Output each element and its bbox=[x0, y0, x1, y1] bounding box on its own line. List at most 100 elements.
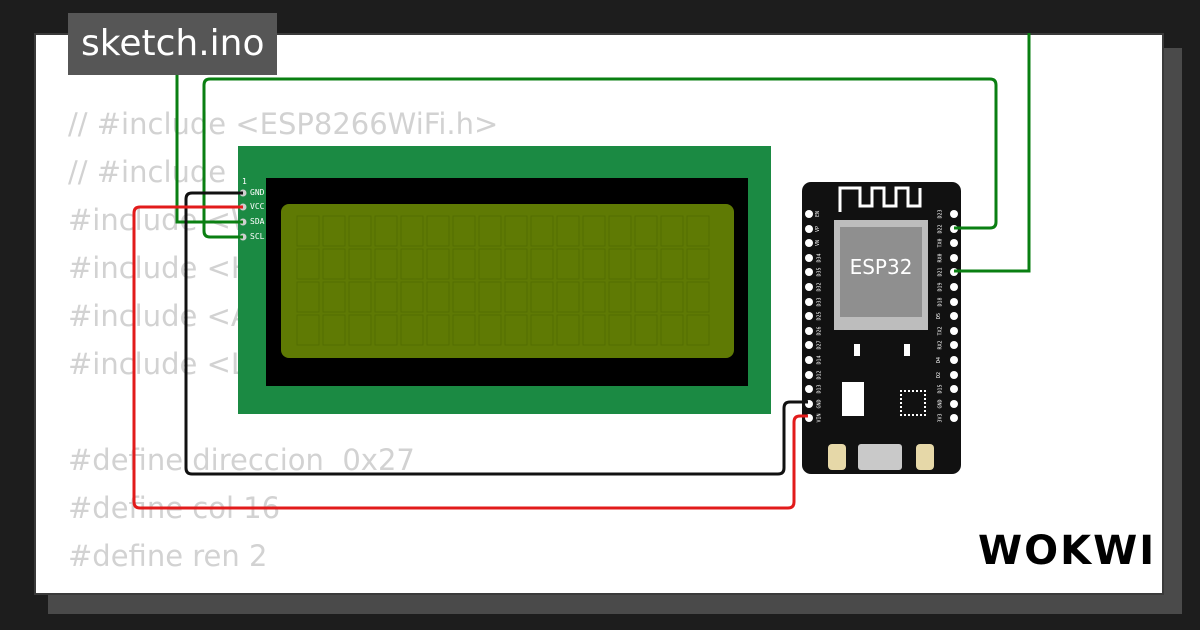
lcd-char-cell bbox=[660, 314, 684, 346]
esp32-pin-d23[interactable] bbox=[950, 210, 958, 218]
esp32-chip: ESP32 bbox=[834, 220, 928, 330]
lcd-char-cell bbox=[322, 281, 346, 313]
esp32-pin-d4[interactable] bbox=[950, 356, 958, 364]
lcd-char-cell bbox=[296, 215, 320, 247]
lcd-pin1-label: 1 bbox=[242, 177, 247, 186]
file-tab[interactable]: sketch.ino bbox=[68, 13, 278, 75]
lcd-char-cell bbox=[582, 248, 606, 280]
lcd-char-cell bbox=[686, 215, 710, 247]
esp32-pin-tx2[interactable] bbox=[950, 326, 958, 335]
esp32-pin-d13[interactable] bbox=[805, 385, 813, 394]
lcd-char-cell bbox=[426, 215, 450, 247]
esp32-pin-d27[interactable] bbox=[805, 341, 813, 350]
esp32-pin-d26[interactable] bbox=[805, 326, 813, 335]
esp32-pin-d33[interactable] bbox=[805, 297, 813, 306]
esp32-pin-vin[interactable] bbox=[805, 414, 813, 423]
boot-button[interactable] bbox=[916, 444, 934, 470]
lcd-char-cell bbox=[348, 314, 372, 346]
voltage-regulator bbox=[842, 382, 864, 416]
lcd-char-cell bbox=[530, 215, 554, 247]
esp32-pin-d5[interactable] bbox=[950, 312, 958, 321]
lcd-pin-scl-label: SCL bbox=[250, 232, 265, 241]
lcd-char-cell bbox=[400, 215, 424, 247]
lcd-char-cell bbox=[504, 248, 528, 280]
esp32-pin-d25[interactable] bbox=[805, 312, 813, 321]
esp32-label: ESP32 bbox=[849, 255, 913, 279]
code-line: #define direccion 0x27 bbox=[68, 443, 415, 477]
lcd-pin-vcc-label: VCC bbox=[250, 202, 265, 211]
esp32-pin-d35[interactable] bbox=[805, 268, 813, 277]
lcd-char-cell bbox=[556, 215, 580, 247]
lcd-char-cell bbox=[322, 215, 346, 247]
esp32-pin-vn[interactable] bbox=[805, 239, 813, 248]
lcd-char-cell bbox=[582, 314, 606, 346]
lcd-char-cell bbox=[296, 314, 320, 346]
lcd-pin-gnd-label: GND bbox=[250, 188, 265, 197]
esp32-pin-rx2[interactable] bbox=[950, 341, 958, 350]
antenna-trace bbox=[838, 186, 922, 212]
lcd-char-cell bbox=[374, 215, 398, 247]
wokwi-logo: WOKWI bbox=[978, 528, 1157, 574]
lcd-screen bbox=[281, 204, 734, 358]
wire-gnd[interactable] bbox=[184, 191, 808, 476]
code-line: #define ren 2 bbox=[68, 539, 268, 573]
lcd-char-grid bbox=[296, 215, 710, 346]
esp32-pin-d18[interactable] bbox=[950, 297, 958, 306]
wire-sda[interactable] bbox=[175, 42, 243, 224]
lcd-char-cell bbox=[504, 215, 528, 247]
esp32-pin-3v3[interactable] bbox=[950, 414, 958, 423]
esp32-pin-d2[interactable] bbox=[950, 370, 958, 379]
lcd-char-cell bbox=[322, 248, 346, 280]
esp32-pin-tx0[interactable] bbox=[950, 239, 958, 248]
lcd-char-cell bbox=[322, 314, 346, 346]
esp32-pin-d14[interactable] bbox=[805, 356, 813, 364]
smd-part bbox=[854, 344, 860, 356]
esp32-pin-d12[interactable] bbox=[805, 370, 813, 379]
lcd-1602-module[interactable] bbox=[238, 146, 771, 414]
esp32-pin-d15[interactable] bbox=[950, 385, 958, 394]
lcd-char-cell bbox=[686, 281, 710, 313]
lcd-char-cell bbox=[452, 215, 476, 247]
lcd-char-cell bbox=[426, 314, 450, 346]
en-button[interactable] bbox=[828, 444, 846, 470]
lcd-char-cell bbox=[400, 314, 424, 346]
lcd-char-cell bbox=[478, 215, 502, 247]
esp32-pin-gnd[interactable] bbox=[805, 399, 813, 408]
lcd-char-cell bbox=[608, 314, 632, 346]
lcd-char-cell bbox=[530, 314, 554, 346]
esp32-pin-d34[interactable] bbox=[805, 253, 813, 262]
lcd-char-cell bbox=[582, 215, 606, 247]
lcd-char-cell bbox=[348, 215, 372, 247]
wire-vcc[interactable] bbox=[132, 205, 808, 510]
wire-d21[interactable] bbox=[954, 33, 1031, 273]
lcd-char-cell bbox=[634, 281, 658, 313]
lcd-char-cell bbox=[478, 248, 502, 280]
lcd-char-cell bbox=[400, 248, 424, 280]
lcd-char-cell bbox=[660, 281, 684, 313]
esp32-pin-d19[interactable] bbox=[950, 283, 958, 291]
wire-scl[interactable] bbox=[202, 77, 998, 239]
lcd-char-cell bbox=[582, 281, 606, 313]
lcd-char-cell bbox=[348, 248, 372, 280]
lcd-char-cell bbox=[374, 248, 398, 280]
lcd-char-cell bbox=[608, 215, 632, 247]
lcd-char-cell bbox=[426, 248, 450, 280]
esp32-pin-en[interactable] bbox=[805, 210, 813, 218]
lcd-char-cell bbox=[530, 248, 554, 280]
lcd-char-cell bbox=[556, 314, 580, 346]
lcd-char-cell bbox=[426, 281, 450, 313]
lcd-char-cell bbox=[452, 281, 476, 313]
lcd-char-cell bbox=[660, 215, 684, 247]
lcd-char-cell bbox=[374, 281, 398, 313]
lcd-char-cell bbox=[556, 281, 580, 313]
lcd-char-cell bbox=[348, 281, 372, 313]
lcd-char-cell bbox=[634, 215, 658, 247]
esp32-pin-d32[interactable] bbox=[805, 283, 813, 291]
usb-uart-chip bbox=[900, 390, 926, 416]
esp32-pin-gnd[interactable] bbox=[950, 399, 958, 408]
esp32-pin-rx0[interactable] bbox=[950, 253, 958, 262]
esp32-pin-vp[interactable] bbox=[805, 224, 813, 233]
lcd-char-cell bbox=[478, 314, 502, 346]
